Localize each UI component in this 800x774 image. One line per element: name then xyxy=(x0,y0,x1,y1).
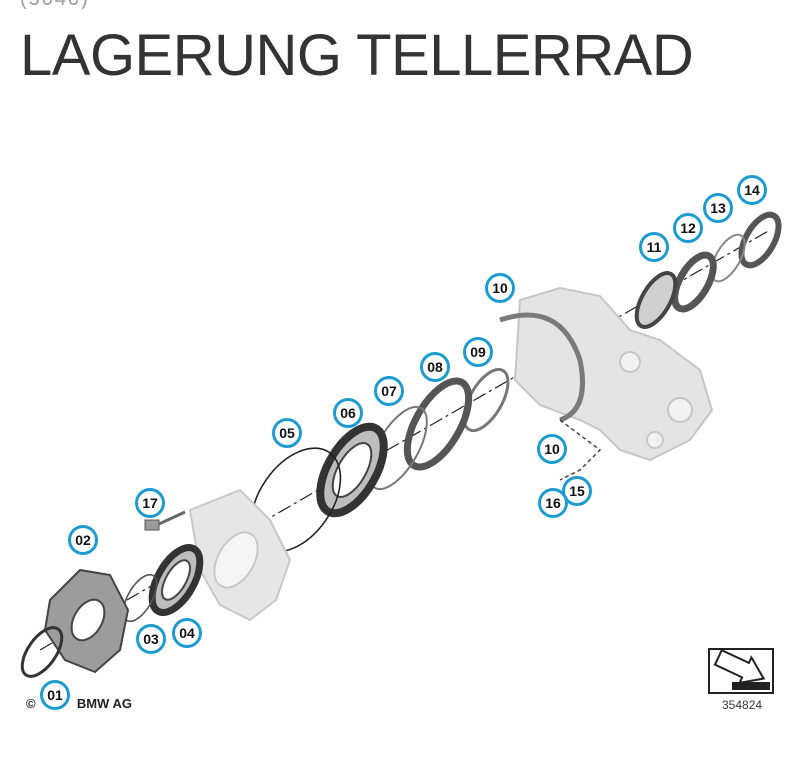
part-14-ring xyxy=(738,211,782,269)
page-title: LAGERUNG TELLERRAD xyxy=(20,23,694,88)
callout-10-bottom[interactable]: 10 xyxy=(537,434,567,464)
part-12-ring xyxy=(671,251,717,313)
part-11-bearing xyxy=(634,271,678,329)
parts-diagram xyxy=(20,211,782,678)
part-09-ring xyxy=(462,367,510,433)
part-01-ring xyxy=(20,626,64,678)
callout-10-top[interactable]: 10 xyxy=(485,273,515,303)
copyright-symbol: © xyxy=(26,696,36,711)
callout-06[interactable]: 06 xyxy=(333,398,363,428)
callout-16[interactable]: 16 xyxy=(538,488,568,518)
part-10-ring xyxy=(499,312,585,423)
header-cut-text: (5040) xyxy=(20,0,90,11)
callout-09[interactable]: 09 xyxy=(463,337,493,367)
callout-11[interactable]: 11 xyxy=(639,232,669,262)
callout-05[interactable]: 05 xyxy=(272,418,302,448)
callout-17[interactable]: 17 xyxy=(135,488,165,518)
callout-14[interactable]: 14 xyxy=(737,175,767,205)
callout-01[interactable]: 01 xyxy=(40,680,70,710)
part-03-ring xyxy=(122,573,158,623)
differential-housing xyxy=(513,286,714,462)
part-02-flange xyxy=(43,568,130,674)
callout-03[interactable]: 03 xyxy=(136,624,166,654)
reference-number: 354824 xyxy=(722,698,763,712)
callout-04[interactable]: 04 xyxy=(172,618,202,648)
callout-02[interactable]: 02 xyxy=(68,525,98,555)
callout-07[interactable]: 07 xyxy=(374,376,404,406)
callout-08[interactable]: 08 xyxy=(420,352,450,382)
part-17-bolt xyxy=(144,510,186,531)
bearing-housing xyxy=(188,488,292,622)
callout-13[interactable]: 13 xyxy=(703,193,733,223)
copyright-owner: BMW AG xyxy=(76,696,132,711)
copyright: © BMW AG xyxy=(26,696,132,711)
callout-12[interactable]: 12 xyxy=(673,213,703,243)
part-08-ring xyxy=(403,377,473,471)
part-13-ring xyxy=(710,233,746,283)
arrow-box-icon[interactable] xyxy=(708,648,774,694)
